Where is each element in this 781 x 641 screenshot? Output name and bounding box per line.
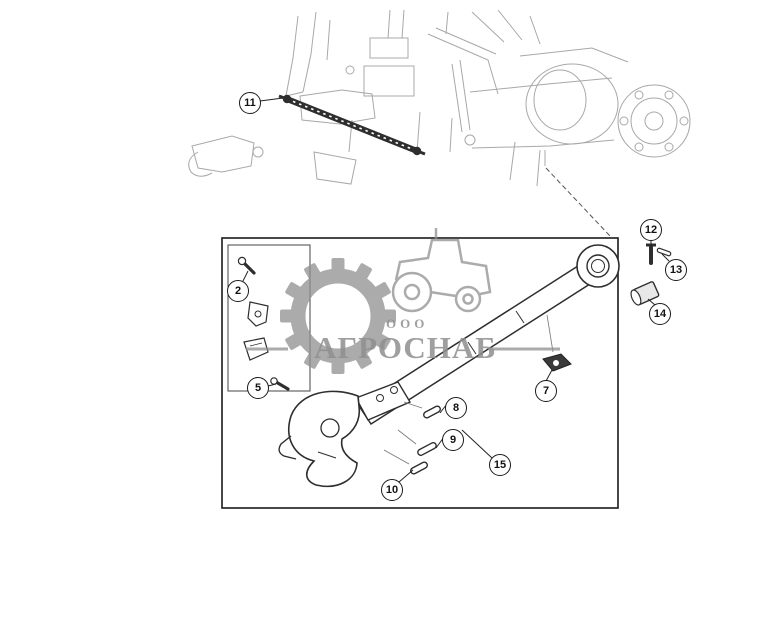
callout-13: 13 — [665, 259, 687, 281]
draft-link-arm — [357, 244, 620, 426]
callout-7: 7 — [535, 380, 557, 402]
hardware-parts — [237, 256, 290, 391]
tractor-assembly-drawing — [188, 9, 691, 187]
watermark-gear-icon — [280, 258, 396, 374]
callout-12: 12 — [640, 219, 662, 241]
watermark-company-prefix: ООО — [386, 316, 429, 331]
hardware-sub-box — [227, 244, 311, 392]
clamp-part — [542, 353, 572, 372]
callout-2: 2 — [227, 280, 249, 302]
watermark-tractor-icon — [391, 228, 492, 313]
eye-end-hardware — [630, 243, 672, 306]
callout-10: 10 — [381, 479, 403, 501]
pin-reference-lines — [383, 314, 554, 465]
watermark-graphics — [246, 228, 560, 374]
latch-pins — [410, 405, 441, 475]
callout-14: 14 — [649, 303, 671, 325]
watermark-company-name: АГРОСНАБ — [314, 330, 497, 365]
detail-reference-dashed-line — [545, 167, 611, 237]
draft-link-hook — [278, 381, 412, 487]
callout-9: 9 — [442, 429, 464, 451]
callout-5: 5 — [247, 377, 269, 399]
stabilizer-bar — [278, 94, 426, 156]
detail-box-border — [221, 237, 619, 509]
callout-8: 8 — [445, 397, 467, 419]
callout-11: 11 — [239, 92, 261, 114]
callout-15: 15 — [489, 454, 511, 476]
